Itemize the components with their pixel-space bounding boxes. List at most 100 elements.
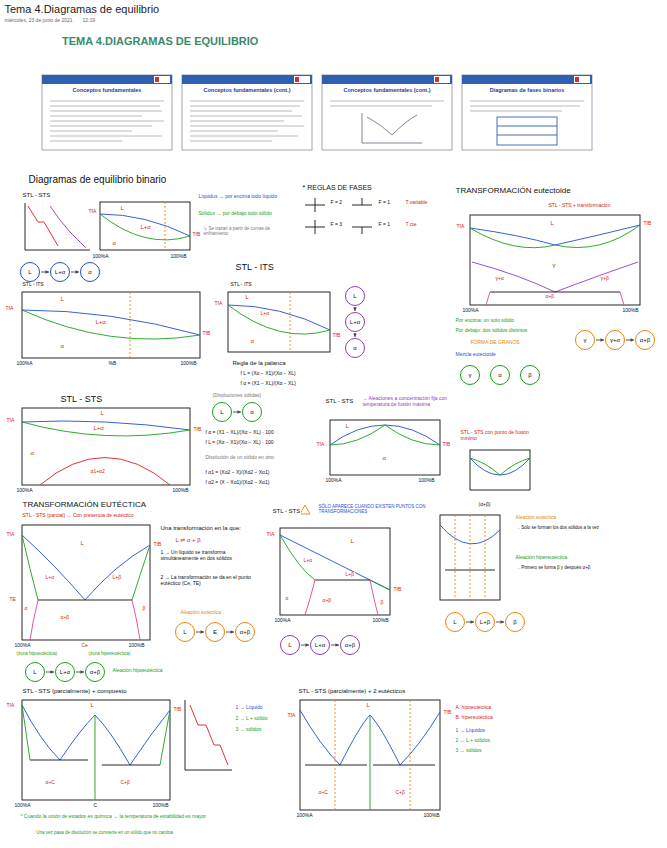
phase-label: β	[528, 372, 531, 378]
arrow-head	[501, 620, 505, 624]
annotation-text: 100%A	[16, 361, 33, 367]
annotation-text: α	[250, 338, 254, 345]
annotation-text: γ	[552, 262, 556, 269]
annotation-text: f α1 = (Xα2 − X)/(Xα2 − Xα1)	[205, 470, 270, 476]
annotation-text: L+β	[345, 572, 355, 578]
annotation-text: 100%A	[296, 813, 313, 819]
annotation-text: TRANSFORMACIÓN eutectoide	[455, 186, 571, 195]
arrow-connector	[466, 620, 474, 624]
annotation-text: 100%B	[372, 618, 389, 624]
arrow-head	[81, 670, 85, 674]
phase-label: α	[498, 372, 501, 378]
annotation-text: α	[24, 606, 28, 612]
phase-label: L+α	[55, 269, 65, 275]
phase-circle: L	[212, 402, 232, 422]
annotation-text: 3 → sólidos	[455, 748, 482, 754]
annotation-text: L+β	[112, 575, 122, 581]
phase-label: L+α	[315, 642, 325, 648]
annotation-text: α+β	[545, 294, 555, 300]
phase-label: L	[220, 409, 223, 415]
phase-circle: L+α	[310, 635, 330, 655]
annotation-text: TfA	[266, 532, 275, 538]
arrow-connector	[301, 643, 309, 647]
annotation-text: β	[142, 606, 146, 612]
annotation-text: TfA	[316, 442, 325, 448]
annotation-text: 100%A	[16, 488, 33, 494]
phase-circle: α+β	[340, 635, 360, 655]
arrow-connector	[76, 670, 84, 674]
annotation-text: α+C	[318, 790, 328, 796]
annotation-text: Aleación eutéctica	[180, 610, 222, 616]
annotation-text: 100%B	[622, 308, 639, 314]
annotation-text: 100%A	[92, 254, 109, 260]
phase-circle: L	[445, 612, 465, 632]
annotation-text: f L = (Xα − X1)/(Xα − XL)	[240, 371, 296, 377]
annotation-text: L	[366, 702, 370, 709]
annotation-text: γ+β	[600, 276, 609, 282]
arrow-head	[353, 334, 357, 338]
phase-circle: β	[520, 365, 540, 385]
annotation-text: f α = (X1 − XL)/(Xα − XL)	[240, 381, 296, 387]
annotation-text: 2 → L + sólidos	[455, 738, 490, 744]
phase-label: L	[183, 629, 186, 635]
annotation-text: α1+α2	[90, 469, 105, 475]
annotation-text: 100%B	[152, 803, 169, 809]
annotation-text: C+β	[120, 780, 130, 786]
arrow-connector	[41, 270, 49, 274]
arrow-head	[201, 630, 205, 634]
annotation-text: TfA	[88, 209, 97, 215]
phase-circle: α	[490, 365, 510, 385]
phase-circle: α+β	[85, 662, 105, 682]
phase-label: L	[33, 669, 36, 675]
annotation-text: α+C	[45, 780, 55, 786]
annotation-text: L	[90, 702, 94, 709]
annotation-text: TfB	[443, 710, 452, 716]
annotation-text: → Aleaciones a concentración fija con te…	[362, 396, 458, 408]
annotation-text: C	[93, 803, 98, 809]
annotation-text: Líquidus → por encima todo líquido	[198, 194, 297, 200]
annotation-text: STL - STS	[22, 192, 51, 199]
annotation-text: TfB	[643, 221, 652, 227]
annotation-text: L+α	[260, 311, 270, 317]
arrow-connector	[233, 410, 241, 414]
arrow-connector	[353, 307, 357, 311]
arrow-head	[306, 643, 310, 647]
slide-thumbnail: Conceptos fundamentales (cont.)	[182, 75, 312, 150]
slide-title: Conceptos fundamentales (cont.)	[182, 87, 312, 93]
annotation-text: 100%B	[170, 254, 187, 260]
annotation-text: L	[60, 296, 64, 303]
slide-title: Conceptos fundamentales	[42, 87, 172, 93]
annotation-text: TfB	[442, 442, 451, 448]
annotation-text: α+β	[322, 598, 332, 604]
annotation-text: Ce	[81, 643, 88, 649]
phase-circle: L	[280, 635, 300, 655]
phase-label: γ+α	[610, 337, 620, 343]
annotation-text: 1 → Líquido	[235, 705, 263, 711]
annotation-text: 3 → sólidos	[235, 727, 262, 733]
annotation-text: Sólidus → por debajo todo sólido	[198, 211, 297, 217]
arrow-head	[353, 308, 357, 312]
annotation-text: → Una vez pasa de disolución se conviert…	[30, 830, 271, 835]
annotation-text: 2 → La transformación se da en el punto …	[160, 575, 261, 587]
annotation-text: FORMA DE GRANOS	[470, 340, 520, 346]
arrow-head	[51, 670, 55, 674]
annotation-text: * REGLAS DE FASES	[302, 184, 372, 192]
arrow-head	[336, 643, 340, 647]
annotation-text: Aleación hipoeutéctica	[112, 668, 163, 674]
phase-label: L	[28, 269, 31, 275]
phase-label: α+β	[90, 669, 100, 675]
annotation-text: T variable	[405, 200, 428, 206]
annotation-text: α+β	[60, 615, 70, 621]
annotation-text: * Cuando la unión de estados es química …	[20, 814, 291, 820]
annotation-text: 12:19	[82, 18, 96, 24]
phase-label: L	[353, 293, 356, 299]
annotation-text: F = 1	[378, 222, 391, 228]
annotation-text: (α+β)	[478, 502, 491, 508]
annotation-text: SÓLO APARECE CUANDO EXISTEN PUNTOS CON T…	[318, 504, 429, 514]
annotation-text: STL - ITS	[230, 282, 252, 288]
phase-label: L+β	[480, 619, 490, 625]
annotation-text: TfA	[287, 713, 296, 719]
phase-label: L	[288, 642, 291, 648]
annotation-text: α	[112, 240, 116, 247]
